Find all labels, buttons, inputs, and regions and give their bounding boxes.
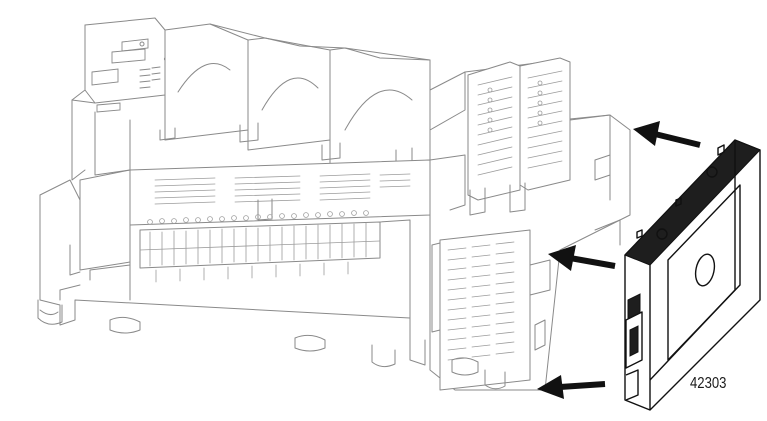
insertion-arrow-bottom bbox=[537, 375, 606, 399]
insertion-arrow-middle bbox=[548, 245, 616, 271]
screw-row bbox=[147, 210, 369, 225]
end-cap-cartridge bbox=[624, 139, 761, 411]
upper-terminals bbox=[477, 70, 563, 176]
insertion-arrow-top bbox=[633, 121, 701, 148]
controller-base bbox=[37, 17, 431, 368]
vent-slots bbox=[154, 173, 411, 205]
figure-number: 42303 bbox=[690, 375, 727, 392]
terminal-block bbox=[139, 222, 381, 283]
expansion-module bbox=[429, 57, 631, 391]
connector-grid bbox=[447, 241, 515, 361]
